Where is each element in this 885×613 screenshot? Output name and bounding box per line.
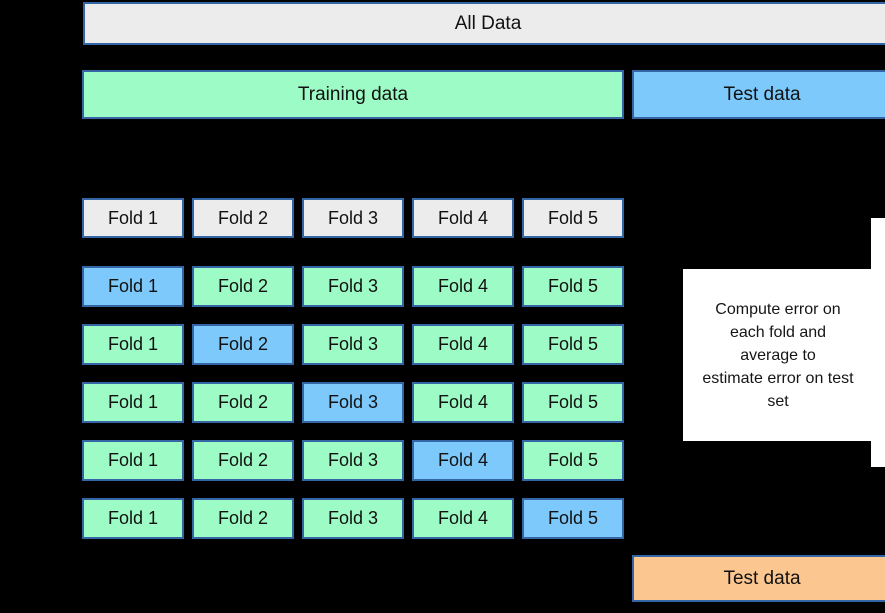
fold-cell: Fold 1: [82, 266, 184, 307]
fold-cell: Fold 4: [412, 498, 514, 539]
fold-cell: Fold 4: [412, 324, 514, 365]
fold-header-cell: Fold 2: [192, 198, 294, 238]
fold-cell: Fold 2: [192, 498, 294, 539]
final-test-data-box: Test data: [632, 555, 885, 602]
fold-cell: Fold 3: [302, 324, 404, 365]
fold-cell: Fold 3: [302, 498, 404, 539]
fold-cell: Fold 3: [302, 266, 404, 307]
note-line: each fold and: [729, 323, 827, 341]
fold-cell: Fold 2: [192, 324, 294, 365]
fold-header-cell: Fold 1: [82, 198, 184, 238]
fold-cell: Fold 5: [522, 440, 624, 481]
note-box: Compute error on each fold and average t…: [683, 269, 873, 441]
fold-cell: Fold 3: [302, 440, 404, 481]
fold-header-cell: Fold 5: [522, 198, 624, 238]
note-line: average to: [740, 346, 816, 364]
fold-cell: Fold 5: [522, 324, 624, 365]
fold-cell: Fold 1: [82, 382, 184, 423]
fold-cell: Fold 1: [82, 498, 184, 539]
fold-cell: Fold 2: [192, 382, 294, 423]
training-data-box: Training data: [82, 70, 624, 119]
fold-cell: Fold 1: [82, 440, 184, 481]
fold-cell: Fold 4: [412, 440, 514, 481]
fold-cell: Fold 4: [412, 382, 514, 423]
fold-header-cell: Fold 3: [302, 198, 404, 238]
fold-cell: Fold 1: [82, 324, 184, 365]
fold-cell: Fold 3: [302, 382, 404, 423]
test-data-box: Test data: [632, 70, 885, 119]
all-data-box: All Data: [83, 2, 885, 45]
edge-white-panel: [871, 218, 885, 467]
fold-header-cell: Fold 4: [412, 198, 514, 238]
note-line: estimate error on test: [702, 369, 854, 387]
fold-cell: Fold 2: [192, 266, 294, 307]
note-line: Compute error on: [715, 300, 841, 318]
fold-cell: Fold 4: [412, 266, 514, 307]
fold-cell: Fold 2: [192, 440, 294, 481]
note-line: set: [767, 392, 789, 410]
fold-cell: Fold 5: [522, 498, 624, 539]
fold-cell: Fold 5: [522, 382, 624, 423]
fold-cell: Fold 5: [522, 266, 624, 307]
